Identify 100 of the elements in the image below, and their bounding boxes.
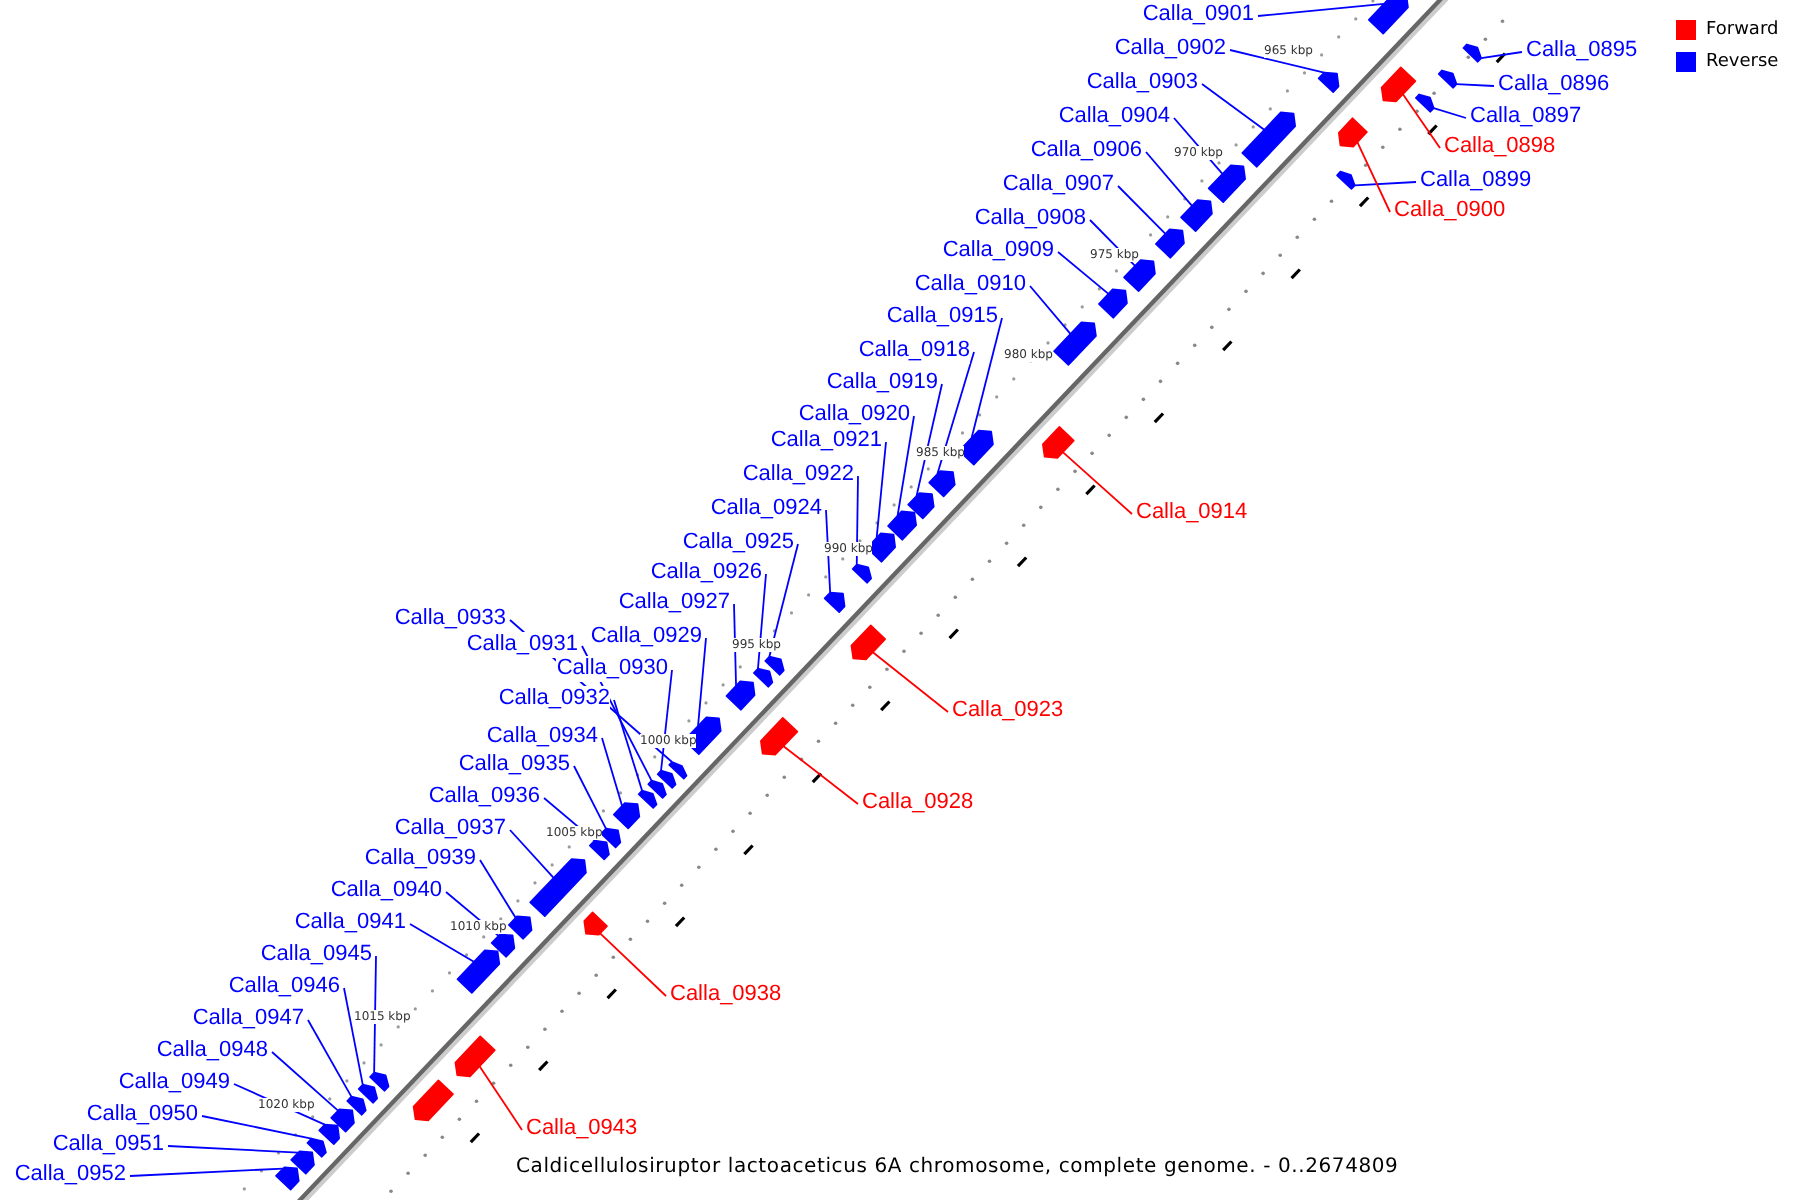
legend-label: Reverse: [1706, 52, 1779, 74]
gene-block: [318, 1123, 340, 1145]
gene-label: Calla_0948: [156, 1038, 268, 1064]
leader-line: [1229, 49, 1326, 74]
gene-label: Calla_0908: [974, 206, 1086, 232]
leader-line: [936, 351, 975, 475]
gene-label: Calla_0922: [742, 462, 854, 488]
gene-block: [1317, 71, 1340, 93]
gene-label: Calla_0910: [914, 272, 1026, 298]
gene-block: [725, 680, 756, 711]
gene-label: Calla_0903: [1086, 70, 1198, 96]
gene-block: [1336, 170, 1356, 190]
leader-line: [201, 1115, 313, 1140]
gene-label: Calla_0896: [1498, 72, 1610, 98]
gene-label: Calla_0909: [942, 238, 1054, 264]
gene-block: [850, 624, 886, 661]
gene-block: [613, 802, 641, 830]
gene-label: Calla_0933: [394, 606, 506, 632]
gene-label: Calla_0945: [260, 942, 372, 968]
gene-label: Calla_0920: [798, 402, 910, 428]
gene-block: [454, 1035, 496, 1078]
leader-line: [1061, 451, 1133, 515]
gene-block: [412, 1079, 454, 1122]
gene-label: Calla_0914: [1136, 500, 1248, 526]
gene-label: Calla_0931: [466, 632, 578, 658]
leader-line: [1145, 151, 1193, 207]
leader-line: [509, 829, 555, 879]
leader-line: [129, 1167, 284, 1177]
leader-line: [1455, 83, 1495, 87]
leader-line: [915, 383, 943, 497]
gene-label: Calla_0897: [1470, 104, 1582, 130]
gene-label: Calla_0906: [1030, 138, 1142, 164]
leader-line: [757, 573, 767, 670]
leader-line: [697, 637, 707, 727]
leader-line: [1257, 2, 1385, 17]
leader-line: [1432, 107, 1467, 119]
gene-label: Calla_0941: [294, 910, 406, 936]
leader-line: [896, 415, 915, 517]
gene-label: Calla_0919: [826, 370, 938, 396]
gene-label: Calla_0952: [14, 1162, 126, 1188]
leader-line: [1353, 181, 1417, 187]
gene-label: Calla_0930: [556, 656, 668, 682]
gene-label: Calla_0937: [394, 816, 506, 842]
gene-label: Calla_0899: [1420, 168, 1532, 194]
gene-block: [764, 655, 785, 676]
gene-label: Calla_0946: [228, 974, 340, 1000]
gene-block: [306, 1137, 327, 1158]
gene-block: [275, 1166, 300, 1191]
gene-block: [1207, 164, 1246, 203]
leader-line: [478, 1065, 523, 1131]
gene-block: [1368, 0, 1409, 35]
gene-block: [1098, 288, 1128, 319]
gene-block: [1380, 66, 1417, 103]
gene-block: [1042, 426, 1075, 459]
gene-label: Calla_0934: [486, 724, 598, 750]
gene-block: [656, 769, 677, 789]
leader-line: [373, 955, 377, 1074]
leader-line: [271, 1051, 339, 1112]
gene-block: [637, 789, 658, 809]
leader-line: [1057, 251, 1110, 295]
gene-block: [490, 933, 516, 958]
gene-block: [1053, 321, 1097, 366]
leader-line: [871, 651, 949, 713]
leader-line: [1480, 51, 1523, 60]
gene-block: [887, 510, 917, 541]
gene-block: [1155, 228, 1185, 259]
gene-block: [1462, 43, 1482, 63]
leader-line: [601, 737, 623, 807]
gene-label: Calla_0915: [886, 304, 998, 330]
leader-line: [1201, 83, 1266, 131]
gene-label: Calla_0951: [52, 1132, 164, 1158]
leader-line: [409, 923, 475, 963]
gene-block: [589, 839, 610, 861]
gene-label: Calla_0901: [1142, 2, 1254, 28]
gene-label: Calla_0900: [1394, 198, 1506, 224]
gene-block: [290, 1150, 315, 1175]
gene-label: Calla_0926: [650, 560, 762, 586]
gene-label: Calla_0947: [192, 1006, 304, 1032]
gene-block: [1180, 199, 1213, 232]
leader-line: [573, 765, 607, 830]
legend-label: Forward: [1706, 20, 1779, 42]
leader-line: [768, 543, 799, 658]
gene-label: Calla_0902: [1114, 36, 1226, 62]
gene-block: [346, 1095, 367, 1116]
leader-line: [875, 441, 887, 539]
gene-block: [600, 827, 622, 849]
gene-block: [1123, 259, 1156, 292]
gene-label: Calla_0918: [858, 338, 970, 364]
gene-block: [1338, 117, 1368, 148]
gene-block: [647, 779, 667, 799]
leader-line: [343, 987, 364, 1086]
gene-label: Calla_0932: [498, 686, 610, 712]
gene-label: Calla_0925: [682, 530, 794, 556]
gene-label: Calla_0904: [1058, 104, 1170, 130]
gene-block: [330, 1108, 355, 1133]
gene-label: Calla_0898: [1444, 134, 1556, 160]
leader-line: [1029, 285, 1072, 335]
leader-line: [733, 603, 737, 687]
gene-label: Calla_0907: [1002, 172, 1114, 198]
leader-line: [782, 745, 859, 805]
